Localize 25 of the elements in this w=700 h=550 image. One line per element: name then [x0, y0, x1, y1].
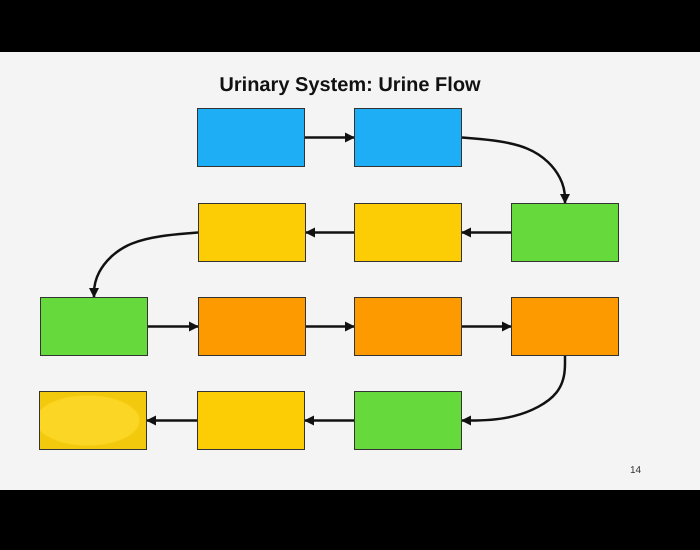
arrow — [461, 228, 511, 238]
title: Urinary System: Urine Flow — [218, 74, 482, 97]
process-box — [511, 203, 619, 262]
process-box — [197, 391, 305, 450]
process-box — [354, 108, 462, 167]
arrow — [461, 356, 566, 426]
arrow — [148, 322, 199, 332]
arrow — [146, 416, 197, 426]
page-number: 14 — [630, 465, 642, 476]
arrow — [89, 231, 198, 298]
arrow — [304, 416, 354, 426]
arrow — [306, 322, 355, 332]
process-box — [354, 297, 462, 356]
arrow — [462, 136, 570, 204]
arrow — [305, 228, 354, 238]
process-box — [39, 391, 147, 450]
process-box — [198, 297, 306, 356]
process-box — [40, 297, 148, 356]
arrow — [305, 132, 355, 142]
process-box — [198, 203, 306, 262]
process-box — [354, 391, 462, 450]
arrow — [462, 322, 512, 332]
process-box — [197, 108, 305, 167]
process-box — [354, 203, 462, 262]
process-box — [511, 297, 619, 356]
